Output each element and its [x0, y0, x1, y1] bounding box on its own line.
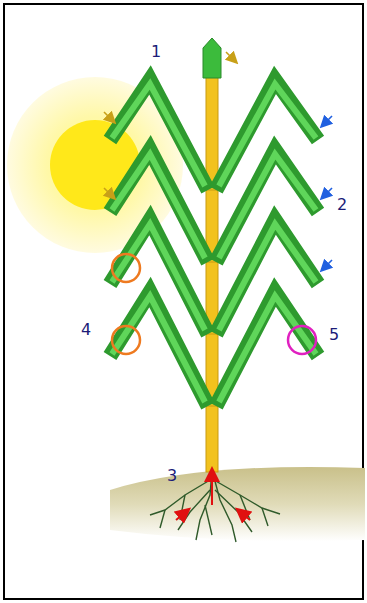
- stoma-circle: [112, 326, 140, 354]
- water-arrows: [176, 470, 250, 520]
- stem-nodes: [206, 190, 218, 406]
- callout-number: 4: [81, 322, 91, 338]
- stem: [206, 60, 218, 472]
- soil: [110, 467, 365, 541]
- callout-number: 5: [329, 327, 339, 343]
- top-shoot: [203, 38, 221, 78]
- stoma-circle: [288, 326, 316, 354]
- stoma-circle: [112, 254, 140, 282]
- leaves: [110, 80, 318, 406]
- light-arrows: [104, 52, 236, 198]
- callout-number: 2: [337, 197, 347, 213]
- air-arrows: [322, 116, 332, 270]
- callout-number: 3: [167, 468, 177, 484]
- callout-number: 1: [151, 44, 161, 60]
